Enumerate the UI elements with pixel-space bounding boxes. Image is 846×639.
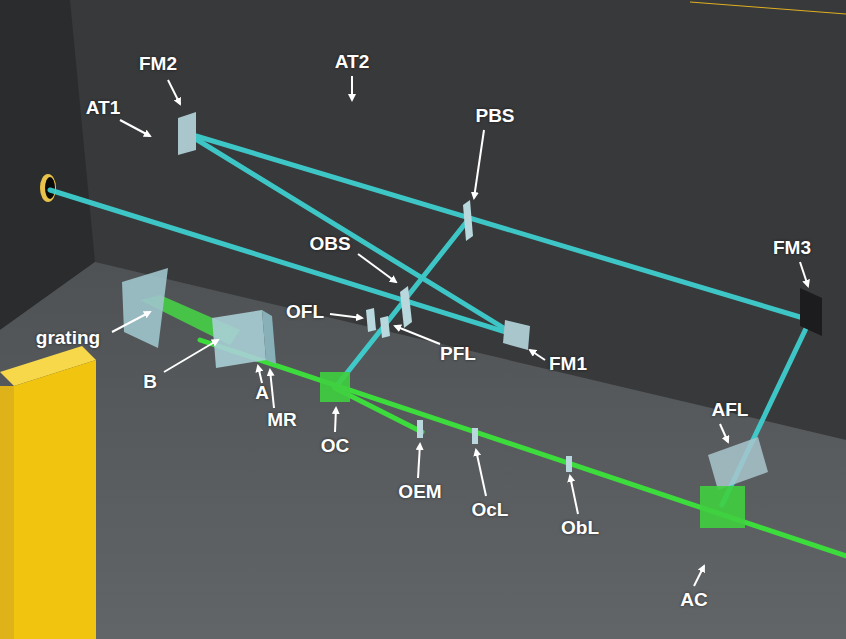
part-label: A <box>255 382 269 404</box>
cyan-beams <box>50 133 810 505</box>
part-label: AT2 <box>335 51 369 73</box>
entry-hole <box>40 174 56 202</box>
beam-splitter <box>463 200 473 241</box>
part-label: grating <box>36 327 100 349</box>
part-label: OFL <box>286 301 324 323</box>
part-label: PBS <box>475 105 514 127</box>
green-beams <box>200 340 846 556</box>
crystal-cube <box>320 372 350 402</box>
mirror <box>503 320 530 350</box>
mirror <box>178 112 196 155</box>
block <box>262 310 276 364</box>
block <box>212 310 266 368</box>
part-label: AC <box>680 589 707 611</box>
lens <box>380 316 390 338</box>
part-label: ObL <box>561 517 599 539</box>
yellow-box <box>14 360 96 639</box>
part-label: FM2 <box>139 53 177 75</box>
part-label: B <box>143 371 157 393</box>
part-label: AFL <box>712 399 749 421</box>
crystal-cube <box>700 486 745 528</box>
part-label: OEM <box>398 481 441 503</box>
optic <box>472 428 478 444</box>
optic <box>417 420 423 438</box>
leader-arrows <box>112 76 808 586</box>
part-label: OcL <box>472 499 509 521</box>
lens <box>366 308 376 332</box>
part-label: AT1 <box>86 97 120 119</box>
grating <box>122 268 168 348</box>
lens <box>708 437 768 490</box>
yellow-box <box>0 386 14 639</box>
part-label: OBS <box>309 233 350 255</box>
part-label: FM3 <box>773 237 811 259</box>
part-label: PFL <box>440 343 476 365</box>
optic <box>566 456 572 472</box>
part-label: FM1 <box>549 353 587 375</box>
mirror <box>800 288 822 336</box>
beam-splitter <box>400 286 412 328</box>
edge-line <box>690 2 846 14</box>
part-label: OC <box>321 435 350 457</box>
floor <box>0 262 846 639</box>
part-label: MR <box>267 409 297 431</box>
